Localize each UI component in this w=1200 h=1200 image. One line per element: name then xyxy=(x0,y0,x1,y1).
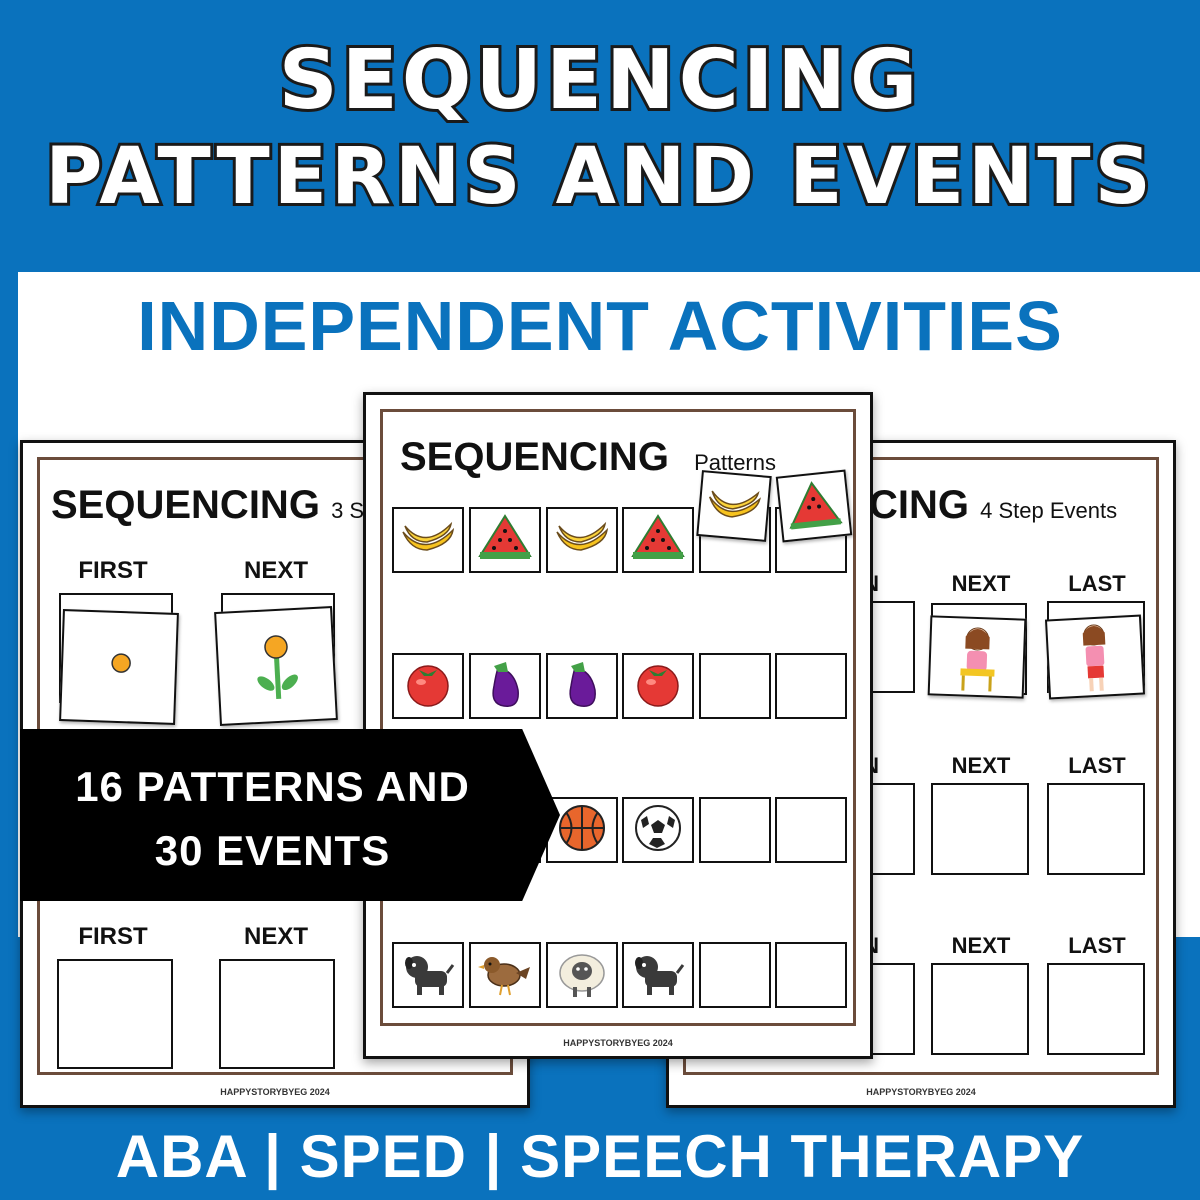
main-title-line-2: PATTERNS AND EVENTS xyxy=(42,132,1155,222)
sheet-heading-suffix: 4 Step Events xyxy=(980,498,1118,523)
pattern-cell xyxy=(622,653,694,719)
eggplant-icon xyxy=(474,656,536,716)
pattern-cell xyxy=(546,653,618,719)
label-first: FIRST xyxy=(78,557,148,584)
banner-line-2: 30 EVENTS xyxy=(154,827,391,874)
pattern-cell xyxy=(699,942,771,1008)
pattern-cell xyxy=(775,653,847,719)
pattern-cell xyxy=(699,653,771,719)
sheet-footer: HAPPYSTORYBYEG 2024 xyxy=(220,1087,330,1097)
seed-icon xyxy=(111,653,131,673)
flower-icon xyxy=(257,635,298,700)
answer-box xyxy=(1047,783,1145,875)
picture-card xyxy=(59,609,179,725)
answer-box xyxy=(1047,963,1145,1055)
pattern-cell xyxy=(469,942,541,1008)
tomato-icon xyxy=(397,656,459,716)
answer-box xyxy=(219,959,335,1069)
pattern-cell xyxy=(775,942,847,1008)
sheet-footer: HAPPYSTORYBYEG 2024 xyxy=(866,1087,976,1097)
picture-card xyxy=(1044,614,1146,700)
pattern-cell xyxy=(546,797,618,863)
bird-icon xyxy=(474,945,536,1005)
pattern-cell xyxy=(622,507,694,573)
pattern-cell xyxy=(392,653,464,719)
pattern-cell xyxy=(392,942,464,1008)
answer-box xyxy=(931,783,1029,875)
main-title-line-1: SEQUENCING xyxy=(276,33,922,128)
tomato-icon xyxy=(627,656,689,716)
label-first: FIRST xyxy=(78,923,148,950)
soccer-ball-icon xyxy=(627,800,689,860)
bottom-tagline: ABA | SPED | SPEECH THERAPY xyxy=(115,1123,1085,1190)
sheet-heading: CING 4 Step Events xyxy=(869,483,1117,528)
dog-icon xyxy=(397,945,459,1005)
picture-card xyxy=(696,470,772,542)
label-next: NEXT xyxy=(243,557,308,584)
banana-icon xyxy=(397,510,459,570)
sheet-heading-text: SEQUENCING xyxy=(51,483,320,527)
sheet-footer: HAPPYSTORYBYEG 2024 xyxy=(563,1038,673,1048)
banana-icon xyxy=(708,490,761,518)
pattern-cell xyxy=(622,942,694,1008)
banana-icon xyxy=(551,510,613,570)
sheep-icon xyxy=(551,945,613,1005)
label-next: NEXT xyxy=(951,933,1011,958)
sheet-heading-text: SEQUENCING xyxy=(400,435,669,479)
label-next: NEXT xyxy=(243,923,308,950)
pattern-cell xyxy=(546,507,618,573)
eggplant-icon xyxy=(551,656,613,716)
label-next: NEXT xyxy=(951,571,1011,596)
dog-icon xyxy=(627,945,689,1005)
watermelon-icon xyxy=(627,510,689,570)
pattern-cell xyxy=(699,797,771,863)
worksheet-patterns: SEQUENCING Patterns HAPPYSTORYBYEG 2024 xyxy=(363,392,873,1059)
sheet-heading: SEQUENCING 3 S xyxy=(51,483,364,528)
picture-card xyxy=(775,469,853,543)
picture-card xyxy=(927,615,1027,699)
watermelon-icon xyxy=(789,481,843,530)
banner xyxy=(20,729,560,901)
picture-card xyxy=(214,605,338,727)
subtitle: INDEPENDENT ACTIVITIES xyxy=(137,287,1063,365)
girl-standing-icon xyxy=(1082,624,1106,692)
pattern-cell xyxy=(392,507,464,573)
pattern-cell xyxy=(469,653,541,719)
pattern-cell xyxy=(775,797,847,863)
label-last: LAST xyxy=(1068,933,1126,958)
answer-box xyxy=(57,959,173,1069)
pattern-cell xyxy=(469,507,541,573)
pattern-cell xyxy=(622,797,694,863)
banner-line-1: 16 PATTERNS AND xyxy=(75,763,470,810)
pattern-cell xyxy=(546,942,618,1008)
basketball-icon xyxy=(551,800,613,860)
label-last: LAST xyxy=(1068,753,1126,778)
label-last: LAST xyxy=(1068,571,1126,596)
watermelon-icon xyxy=(474,510,536,570)
sheet-heading-suffix: 3 S xyxy=(331,498,365,523)
girl-sitting-icon xyxy=(960,627,995,692)
sheet-heading-text: CING xyxy=(869,483,969,527)
answer-box xyxy=(931,963,1029,1055)
label-next: NEXT xyxy=(951,753,1011,778)
sheet-border xyxy=(380,409,856,1026)
